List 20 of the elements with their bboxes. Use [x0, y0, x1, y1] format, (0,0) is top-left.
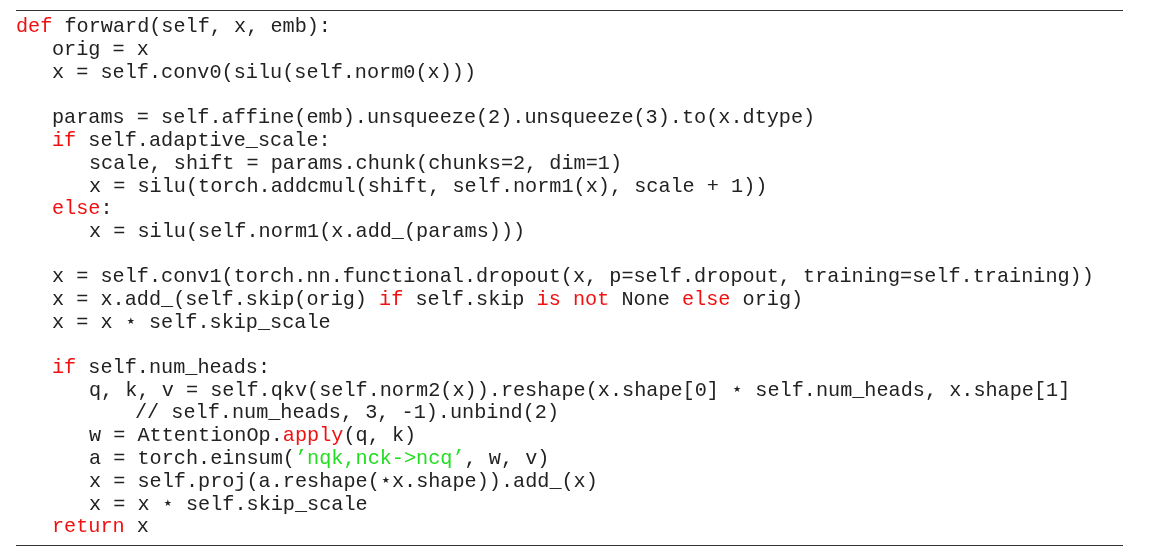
code-line: else: — [52, 198, 113, 220]
code-line: params = self.affine(emb).unsqueeze(2).unsqueeze(3).to(x.dtype) — [52, 107, 816, 129]
code-line: return x — [52, 516, 149, 538]
code-line: w = AttentionOp.apply(q, k) — [89, 425, 417, 447]
code-line: x = x.add_(self.skip(orig) if self.skip is not None else orig) — [52, 289, 804, 311]
code-line: x = self.proj(a.reshape(⋆x.shape)).add_(x) — [89, 471, 598, 493]
code-line: def forward(self, x, emb): — [16, 16, 331, 38]
code-line: x = silu(self.norm1(x.add_(params))) — [89, 221, 526, 243]
code-line: q, k, v = self.qkv(self.norm2(x)).reshape(x.shape[0] ⋆ self.num_heads, x.shape[1] — [89, 380, 1071, 402]
code-line: x = self.conv1(torch.nn.functional.dropout(x, p=self.dropout, training=self.training)) — [52, 266, 1094, 288]
code-line: x = self.conv0(silu(self.norm0(x))) — [52, 62, 476, 84]
code-line: if self.adaptive_scale: — [52, 130, 331, 152]
code-line: x = x ⋆ self.skip_scale — [52, 312, 331, 334]
code-line: if self.num_heads: — [52, 357, 271, 379]
code-line: orig = x — [52, 39, 149, 61]
code-line: // self.num_heads, 3, -1).unbind(2) — [135, 402, 559, 424]
code-line: x = silu(torch.addcmul(shift, self.norm1(x), scale + 1)) — [89, 176, 768, 198]
code-line: a = torch.einsum(’nqk,nck->ncq’, w, v) — [89, 448, 550, 470]
code-line: x = x ⋆ self.skip_scale — [89, 494, 368, 516]
code-line: scale, shift = params.chunk(chunks=2, dim=1) — [89, 153, 623, 175]
